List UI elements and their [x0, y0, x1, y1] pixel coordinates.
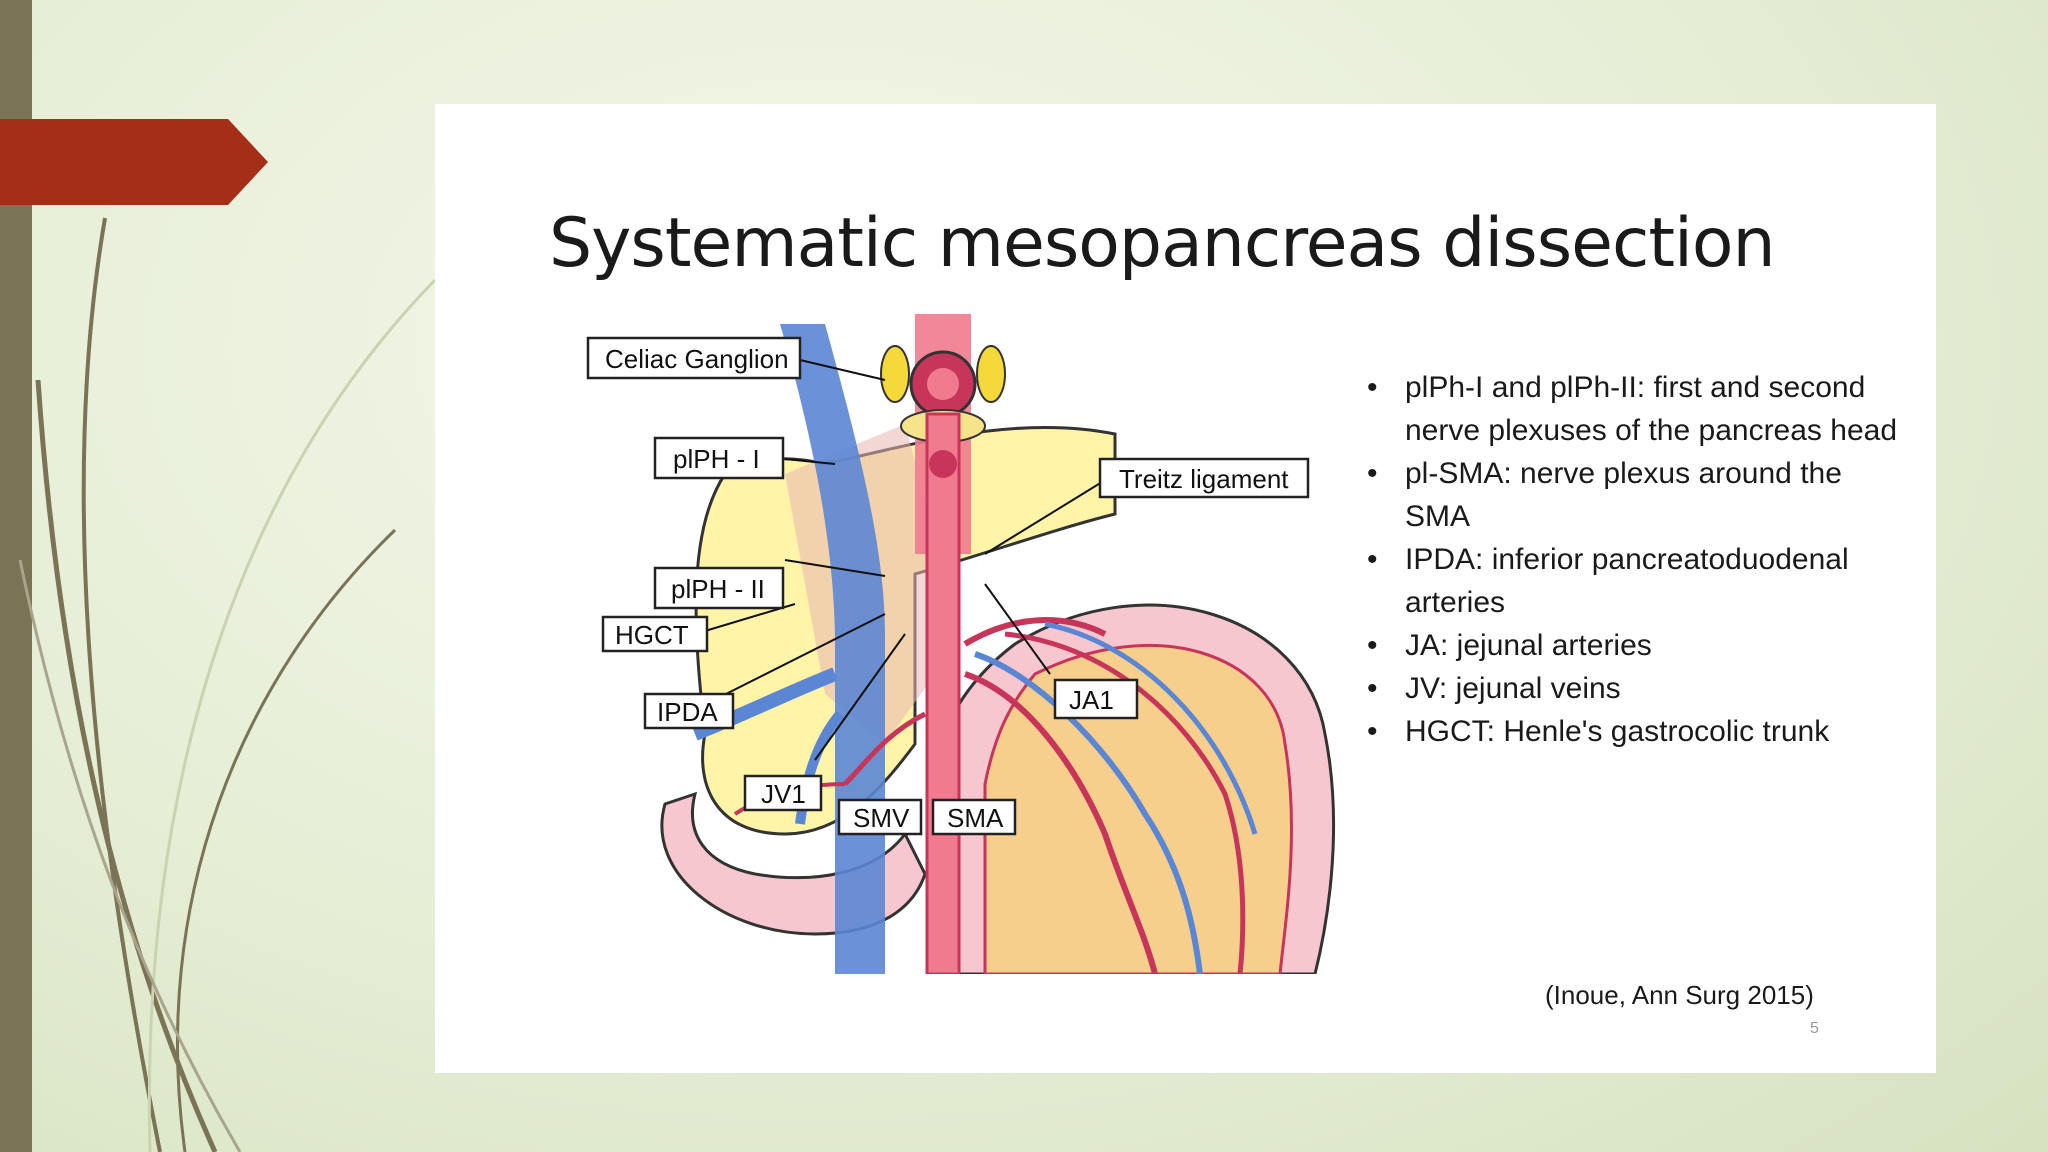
label-hgct: HGCT	[615, 620, 689, 650]
bullet-item: pl-SMA: nerve plexus around the SMA	[1365, 452, 1905, 538]
page-number: 5	[1810, 1020, 1819, 1037]
label-box-treitz	[1098, 457, 1310, 499]
label-plph-1: plPH - I	[673, 444, 760, 474]
label-ja1: JA1	[1069, 685, 1114, 715]
slide-title: Systematic mesopancreas dissection	[549, 204, 1776, 283]
label-box-smv	[837, 798, 923, 836]
label-smv: SMV	[853, 803, 910, 833]
accent-arrow-shape	[0, 119, 268, 205]
label-box-ja1	[1053, 678, 1139, 720]
label-box-sma	[931, 798, 1017, 836]
label-box-ipda	[643, 692, 735, 730]
label-box-plph-1	[653, 436, 785, 480]
decorative-swooshes	[18, 217, 437, 1152]
label-box-hgct	[601, 615, 709, 653]
label-box-jv1	[743, 774, 823, 812]
label-box-plph-2	[653, 566, 785, 610]
label-sma: SMA	[947, 803, 1004, 833]
bullet-item: JV: jejunal veins	[1365, 667, 1905, 710]
label-ipda: IPDA	[657, 697, 718, 727]
anatomy-diagram: Celiac Ganglion plPH - I Treitz ligament…	[586, 314, 1336, 974]
bullet-item: HGCT: Henle's gastrocolic trunk	[1365, 710, 1905, 753]
bullet-item: JA: jejunal arteries	[1365, 624, 1905, 667]
slide-panel: Systematic mesopancreas dissection	[435, 104, 1936, 1073]
label-box-celiac-ganglion	[586, 336, 802, 380]
label-treitz-ligament: Treitz ligament	[1119, 464, 1289, 494]
label-jv1: JV1	[761, 779, 806, 809]
label-plph-2: plPH - II	[671, 574, 765, 604]
definition-list: plPh-I and plPh-II: first and second ner…	[1365, 366, 1905, 753]
bullet-item: plPh-I and plPh-II: first and second ner…	[1365, 366, 1905, 452]
bullet-item: IPDA: inferior pancreatoduodenal arterie…	[1365, 538, 1905, 624]
label-celiac-ganglion: Celiac Ganglion	[605, 344, 789, 374]
citation: (Inoue, Ann Surg 2015)	[1545, 980, 1814, 1010]
